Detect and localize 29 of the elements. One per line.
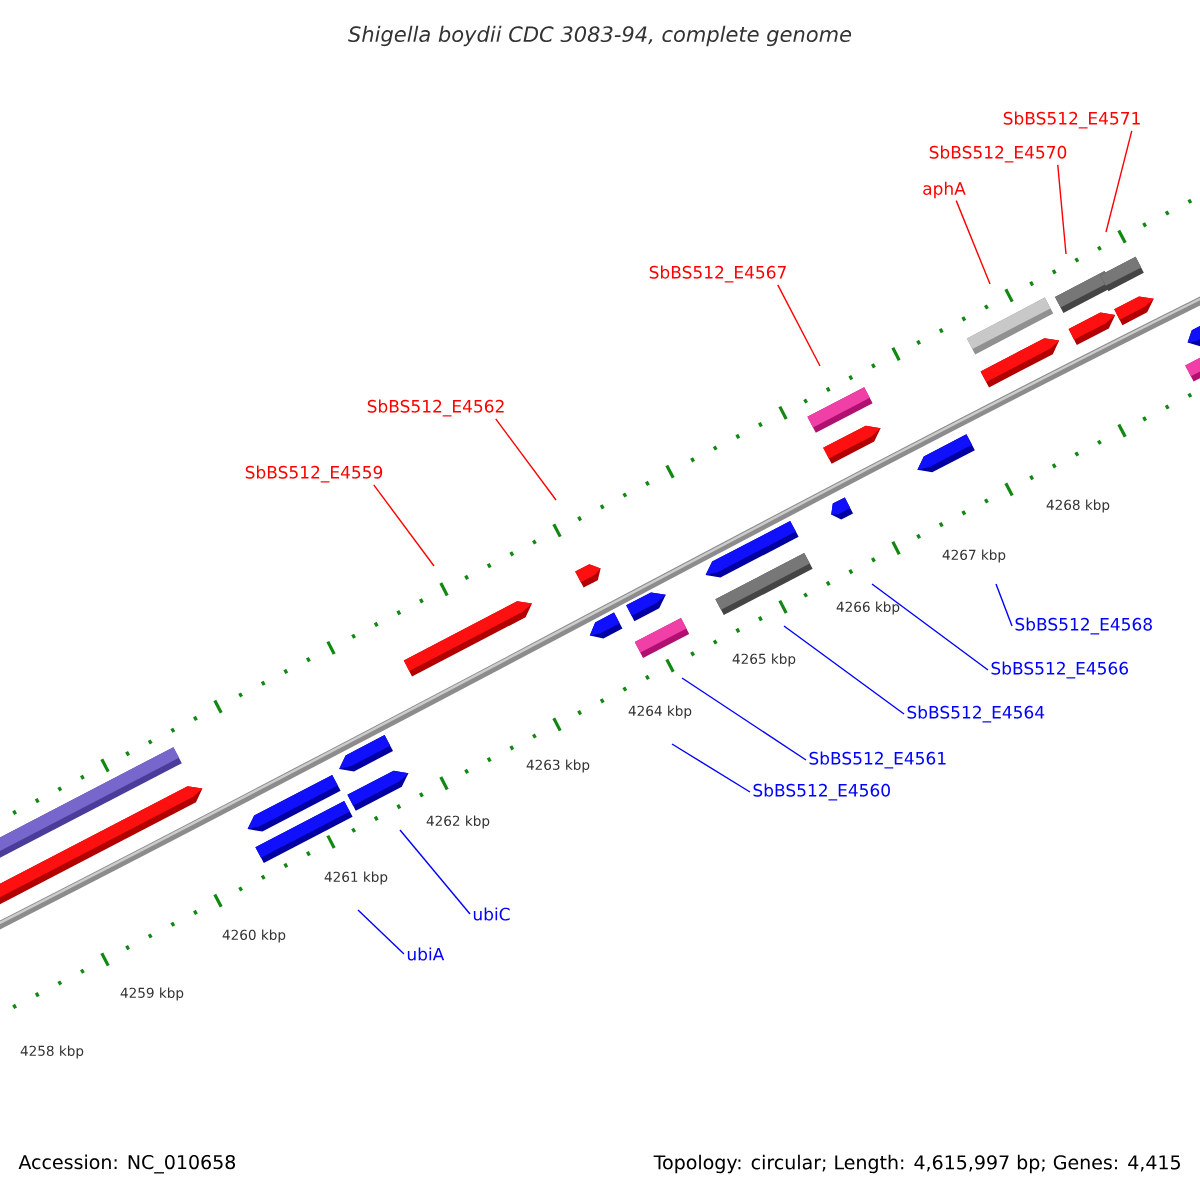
gene-label: SbBS512_E4564 xyxy=(907,705,1045,723)
leader-line xyxy=(783,625,905,715)
leader-line xyxy=(1057,164,1067,255)
gene-label: SbBS512_E4567 xyxy=(649,265,786,283)
gene-label: ubiA xyxy=(407,947,445,961)
gene-label: SbBS512_E4571 xyxy=(1003,111,1140,129)
gene-label: ubiC xyxy=(473,907,510,921)
gene-label: SbBS512_E4562 xyxy=(367,399,504,417)
leader-line xyxy=(373,484,435,567)
leader-line xyxy=(955,199,991,285)
footer-text: Accession: NC_010658 xyxy=(18,1154,236,1174)
leader-line xyxy=(495,418,557,501)
leader-line xyxy=(777,284,821,367)
gene-label: SbBS512_E4570 xyxy=(929,145,1067,163)
leader-line xyxy=(399,829,471,915)
gene-label: SbBS512_E4568 xyxy=(1015,617,1152,635)
leader-line xyxy=(1105,130,1133,233)
gene-label: SbBS512_E4560 xyxy=(753,783,890,801)
leader-line xyxy=(357,909,405,955)
footer-text: Topology: circular; Length: 4,615,997 bp; Genes: 4,415 xyxy=(653,1154,1180,1174)
leader-line xyxy=(671,743,751,793)
leader-line xyxy=(681,677,807,761)
gene-label: SbBS512_E4561 xyxy=(809,751,946,769)
gene-label: SbBS512_E4566 xyxy=(991,661,1129,679)
leader-line xyxy=(871,583,989,671)
gene-label: aphA xyxy=(923,181,966,199)
leader-line xyxy=(995,583,1013,627)
gene-label: SbBS512_E4559 xyxy=(245,465,383,483)
title: Shigella boydii CDC 3083-94, complete genome xyxy=(348,25,852,47)
